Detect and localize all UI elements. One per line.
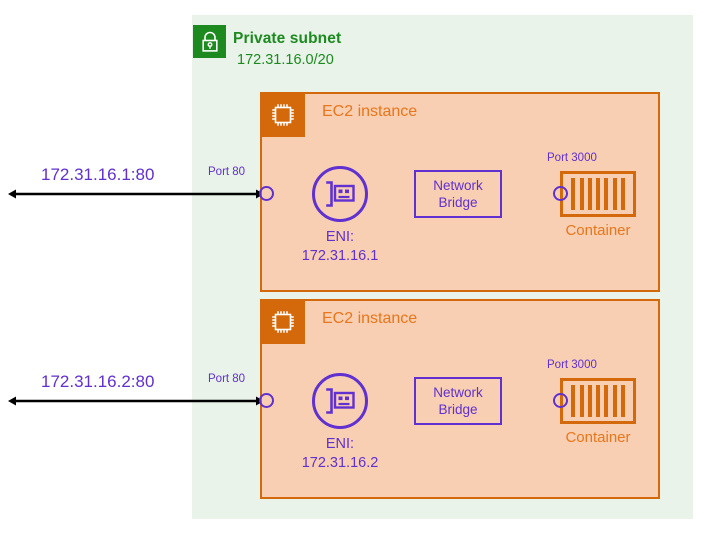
ec2-instance-title: EC2 instance [322, 103, 418, 120]
container-label: Container [565, 222, 631, 239]
external-endpoint-label: 172.31.16.2:80 [41, 372, 155, 391]
ec2-chip-icon [261, 93, 305, 137]
container-bar [587, 178, 592, 210]
network-bridge-box: Network Bridge [414, 170, 502, 218]
container-bar [596, 385, 600, 417]
port-3000-label: Port 3000 [547, 152, 597, 164]
port-80-dot[interactable] [259, 393, 274, 408]
network-interface-icon [312, 166, 368, 222]
private-subnet-cidr: 172.31.16.0/20 [237, 52, 334, 68]
container-bar [579, 178, 584, 210]
network-interface-icon [312, 373, 368, 429]
ec2-instance-box: EC2 instance [260, 92, 660, 292]
eni-label: ENI: 172.31.16.1 [301, 229, 379, 264]
ec2-chip-icon [261, 300, 305, 344]
network-bridge-box: Network Bridge [414, 377, 502, 425]
container-bar [571, 385, 576, 417]
container-bar [620, 385, 625, 417]
network-bridge-line2: Bridge [438, 195, 478, 210]
container-bar [612, 178, 617, 210]
container-box [560, 171, 636, 217]
private-subnet-title: Private subnet [233, 30, 342, 47]
port-80-label: Port 80 [208, 166, 246, 178]
port-80-label: Port 80 [208, 373, 246, 385]
lock-icon [193, 25, 226, 58]
eni-label: ENI: 172.31.16.2 [301, 436, 379, 471]
network-bridge-line1: Network [433, 385, 483, 400]
port-3000-dot[interactable] [553, 393, 568, 408]
network-bridge-line2: Bridge [438, 402, 478, 417]
port-3000-label: Port 3000 [547, 359, 597, 371]
container-label: Container [565, 429, 631, 446]
container-bar [587, 385, 592, 417]
container-bar [604, 178, 609, 210]
container-bar [612, 385, 617, 417]
network-bridge-line1: Network [433, 178, 483, 193]
port-80-dot[interactable] [259, 186, 274, 201]
container-bar [579, 385, 584, 417]
port-3000-dot[interactable] [553, 186, 568, 201]
container-bar [620, 178, 625, 210]
container-bar [571, 178, 576, 210]
container-bar [604, 385, 609, 417]
external-endpoint-label: 172.31.16.1:80 [41, 165, 155, 184]
container-bar [596, 178, 600, 210]
container-box [560, 378, 636, 424]
ec2-instance-title: EC2 instance [322, 310, 418, 327]
